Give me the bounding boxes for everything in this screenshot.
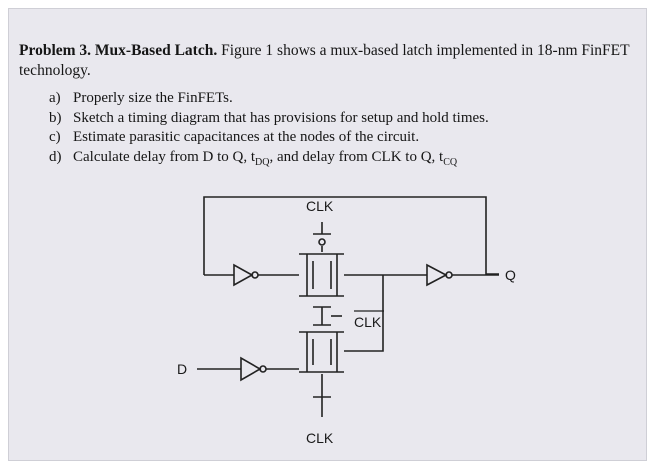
question-list: a)Properly size the FinFETs. b)Sketch a … — [49, 89, 629, 172]
question-item-b: b)Sketch a timing diagram that has provi… — [49, 109, 489, 126]
mux-latch-schematic: CLK CLK CLK D Q — [177, 196, 516, 446]
middle-gate-symbol — [313, 306, 331, 326]
question-item-a: a)Properly size the FinFETs. — [49, 90, 233, 106]
problem-heading: Problem 3. Mux-Based Latch. Figure 1 sho… — [19, 41, 634, 81]
feedback-wire — [203, 196, 499, 275]
clk-top-label: CLK — [306, 198, 334, 214]
problem-sheet: Problem 3. Mux-Based Latch. Figure 1 sho… — [8, 8, 647, 461]
question-item-d: d)Calculate delay from D to Q, tDQ, and … — [49, 148, 458, 168]
problem-label: Problem 3. Mux-Based Latch. — [19, 42, 218, 59]
input-d-label: D — [177, 361, 187, 377]
top-transistor — [299, 246, 344, 297]
feedback-inverter — [204, 263, 254, 287]
output-q-label: Q — [505, 267, 516, 283]
output-inverter — [426, 263, 448, 287]
input-inverter — [240, 356, 262, 382]
clk-bar-label: CLK — [354, 314, 382, 330]
question-item-c: c)Estimate parasitic capacitances at the… — [49, 129, 420, 146]
clk-bottom-label: CLK — [306, 430, 334, 446]
top-gate-bubble — [318, 238, 326, 246]
problem-statement: Figure 1 shows a mux-based latch impleme… — [19, 42, 630, 79]
bottom-transistor — [299, 331, 344, 373]
